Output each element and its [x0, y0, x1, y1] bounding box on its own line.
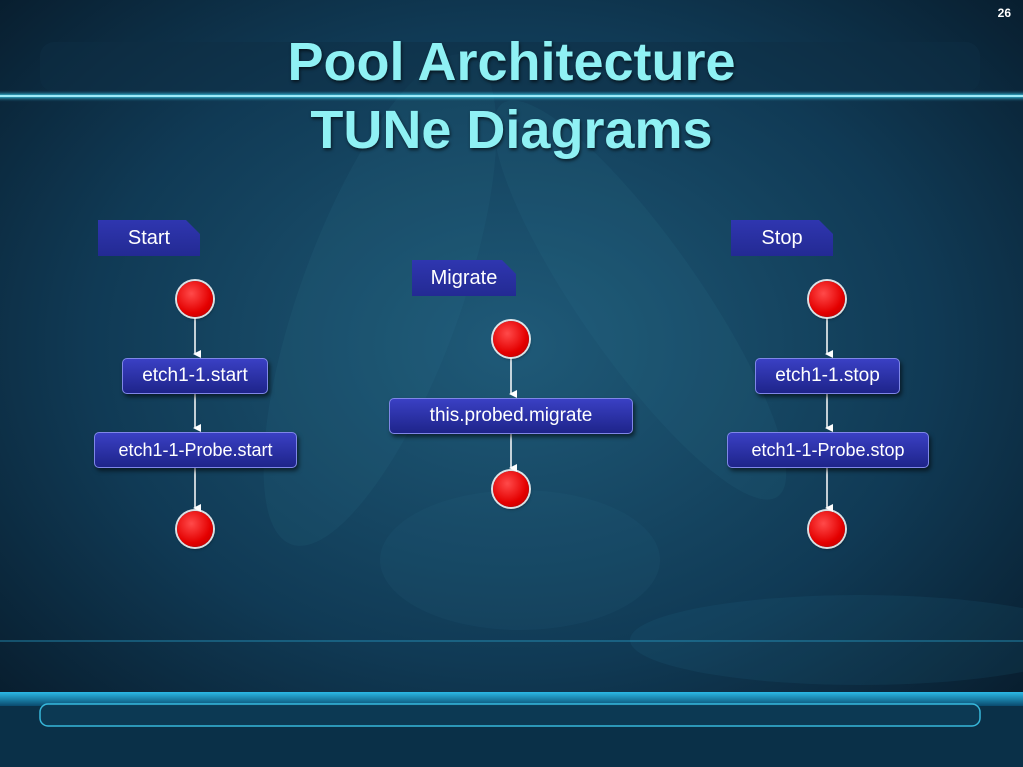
start-final-state — [177, 511, 213, 547]
migrate-initial-state — [493, 321, 529, 357]
slide-title-line-2: TUNe Diagrams — [310, 100, 713, 160]
start-diagram-label: Start — [98, 220, 200, 256]
migrate-step-1: this.probed.migrate — [389, 398, 633, 434]
slide-number: 26 — [997, 6, 1011, 20]
migrate-final-state — [493, 471, 529, 507]
migrate-diagram-label: Migrate — [412, 260, 516, 296]
stop-step-1: etch1-1.stop — [755, 358, 900, 394]
stop-initial-state — [809, 281, 845, 317]
start-step-2: etch1-1-Probe.start — [94, 432, 297, 468]
start-step-1: etch1-1.start — [122, 358, 268, 394]
start-initial-state — [177, 281, 213, 317]
stop-diagram-label: Stop — [731, 220, 833, 256]
stop-final-state — [809, 511, 845, 547]
slide-title-line-1: Pool Architecture — [287, 32, 736, 92]
stop-step-2: etch1-1-Probe.stop — [727, 432, 929, 468]
